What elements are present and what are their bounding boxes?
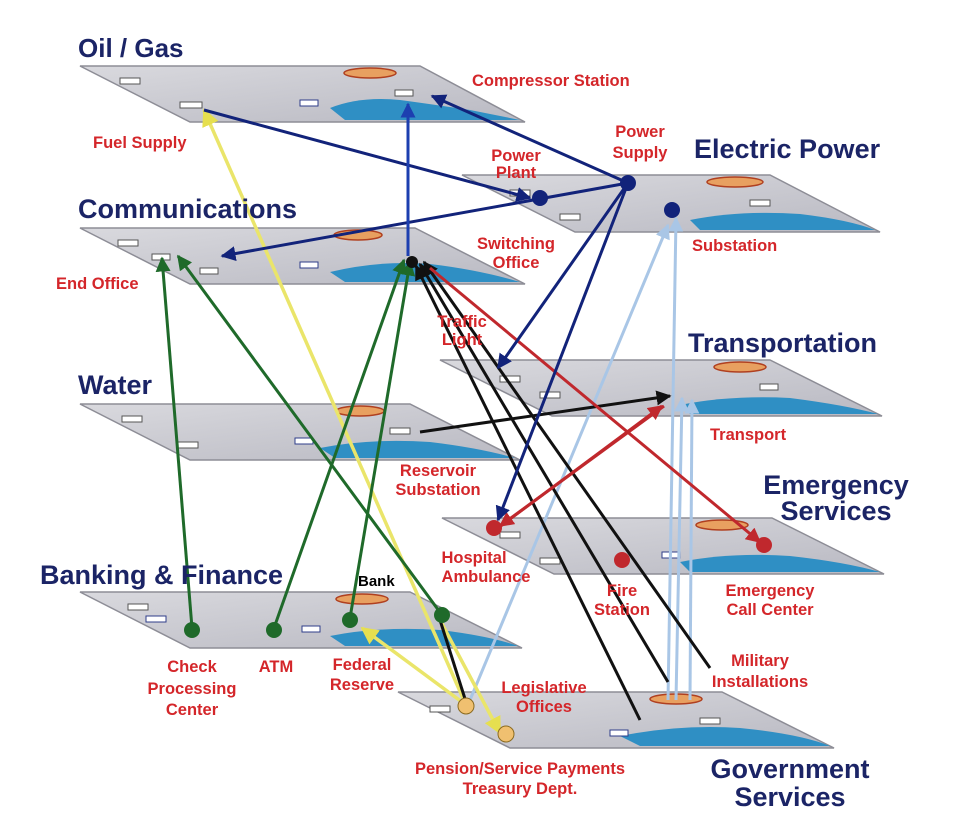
node-hospital bbox=[486, 520, 502, 536]
label-legislative-2: Offices bbox=[516, 698, 572, 716]
label-bank: Bank bbox=[358, 573, 395, 590]
title-water: Water bbox=[78, 370, 153, 400]
label-transport: Transport bbox=[710, 426, 787, 444]
node-federal-reserve bbox=[342, 612, 358, 628]
label-compressor-station: Compressor Station bbox=[472, 72, 630, 90]
link-power-to-traffic-light bbox=[496, 182, 630, 370]
label-treasury: Treasury Dept. bbox=[463, 780, 578, 798]
label-power-supply-1: Power bbox=[615, 123, 665, 141]
label-reservoir-2: Substation bbox=[395, 481, 480, 499]
connections-black bbox=[414, 260, 712, 721]
link-legislative-to-bank bbox=[438, 619, 468, 703]
link-gov-to-federal-reserve bbox=[360, 626, 468, 707]
link-power-to-end-office bbox=[220, 181, 629, 261]
link-power-to-hospital bbox=[495, 182, 630, 522]
label-fire-1: Fire bbox=[607, 582, 637, 600]
node-substation bbox=[664, 202, 680, 218]
plane-transportation bbox=[439, 359, 883, 417]
title-oil-gas: Oil / Gas bbox=[78, 33, 184, 63]
connections-green bbox=[155, 254, 444, 629]
link-military-a-to-switching bbox=[418, 262, 670, 683]
title-banking-finance: Banking & Finance bbox=[40, 560, 283, 590]
title-government-line2: Services bbox=[734, 782, 845, 812]
label-reservoir-1: Reservoir bbox=[400, 462, 477, 480]
label-switching-1: Switching bbox=[477, 235, 555, 253]
title-electric-power: Electric Power bbox=[694, 134, 881, 164]
link-fire-to-switching bbox=[414, 264, 642, 721]
label-traffic-1: Traffic bbox=[437, 313, 487, 331]
title-government-line1: Government bbox=[710, 754, 869, 784]
label-call-center-2: Call Center bbox=[726, 601, 814, 619]
plane-communications bbox=[79, 227, 526, 285]
connections-navy bbox=[203, 94, 630, 522]
link-transport-to-hospital bbox=[498, 404, 665, 528]
node-switching-office bbox=[406, 256, 418, 268]
node-treasury bbox=[497, 725, 515, 743]
node-call-center bbox=[756, 537, 772, 553]
label-fed-1: Federal bbox=[333, 656, 392, 674]
title-emergency-line2: Services bbox=[780, 496, 891, 526]
link-gov-to-transport-a bbox=[674, 396, 690, 701]
link-fed-to-switching bbox=[348, 260, 416, 619]
link-gov-to-electric bbox=[666, 216, 684, 701]
title-emergency-line1: Emergency bbox=[763, 470, 909, 500]
plane-electric-power bbox=[461, 174, 881, 233]
link-gov-to-substation bbox=[468, 223, 670, 701]
label-hospital-1: Hospital bbox=[441, 549, 506, 567]
link-gov-to-fuel-supply bbox=[202, 108, 468, 706]
link-power-to-compressor bbox=[430, 94, 629, 185]
label-military-2: Installations bbox=[712, 673, 808, 691]
node-legislative bbox=[457, 697, 475, 715]
node-atm bbox=[266, 622, 282, 638]
nodes bbox=[184, 175, 772, 743]
label-check-2: Processing bbox=[148, 680, 237, 698]
label-substation: Substation bbox=[692, 237, 777, 255]
component-labels: Compressor Station Fuel Supply Power Pla… bbox=[56, 72, 815, 798]
label-traffic-2: Light bbox=[442, 331, 483, 349]
label-switching-2: Office bbox=[493, 254, 540, 272]
label-power-supply-2: Supply bbox=[612, 144, 668, 162]
link-bank-to-end-office bbox=[176, 254, 444, 616]
link-fuel-to-power-plant bbox=[203, 108, 532, 202]
connections-red bbox=[429, 266, 762, 544]
label-call-center-1: Emergency bbox=[726, 582, 816, 600]
plane-banking-finance bbox=[79, 591, 523, 649]
node-check-processing bbox=[184, 622, 200, 638]
label-military-1: Military bbox=[731, 652, 790, 670]
label-power-plant-1: Power bbox=[491, 147, 541, 165]
label-legislative-1: Legislative bbox=[501, 679, 586, 697]
link-check-to-end-office bbox=[155, 256, 194, 629]
link-military-b-to-switching bbox=[422, 260, 712, 669]
link-bank-to-treasury bbox=[438, 619, 502, 735]
plane-emergency-services bbox=[441, 517, 885, 575]
plane-oil-gas bbox=[79, 65, 526, 123]
label-pension: Pension/Service Payments bbox=[415, 760, 625, 778]
link-atm-to-switching bbox=[272, 258, 407, 629]
link-reservoir-to-transport bbox=[419, 390, 672, 434]
title-transportation: Transportation bbox=[688, 328, 877, 358]
link-gov-to-transport-b bbox=[684, 398, 700, 701]
connections-light-blue bbox=[468, 216, 700, 701]
node-power-plant bbox=[532, 190, 548, 206]
label-fed-2: Reserve bbox=[330, 676, 394, 694]
label-hospital-2: Ambulance bbox=[442, 568, 531, 586]
plane-water bbox=[79, 403, 521, 461]
label-atm: ATM bbox=[259, 658, 294, 676]
node-fire-station bbox=[614, 552, 630, 568]
link-switching-to-call-center bbox=[429, 266, 762, 544]
label-check-3: Center bbox=[166, 701, 219, 719]
label-end-office: End Office bbox=[56, 275, 139, 293]
label-fuel-supply: Fuel Supply bbox=[93, 134, 187, 152]
node-power-supply bbox=[620, 175, 636, 191]
label-fire-2: Station bbox=[594, 601, 650, 619]
layer-titles: Oil / Gas Electric Power Communications … bbox=[40, 33, 909, 812]
title-communications: Communications bbox=[78, 194, 297, 224]
label-check-1: Check bbox=[167, 658, 217, 676]
connections-yellow bbox=[202, 108, 502, 735]
node-bank bbox=[434, 607, 450, 623]
label-power-plant-2: Plant bbox=[496, 164, 537, 182]
